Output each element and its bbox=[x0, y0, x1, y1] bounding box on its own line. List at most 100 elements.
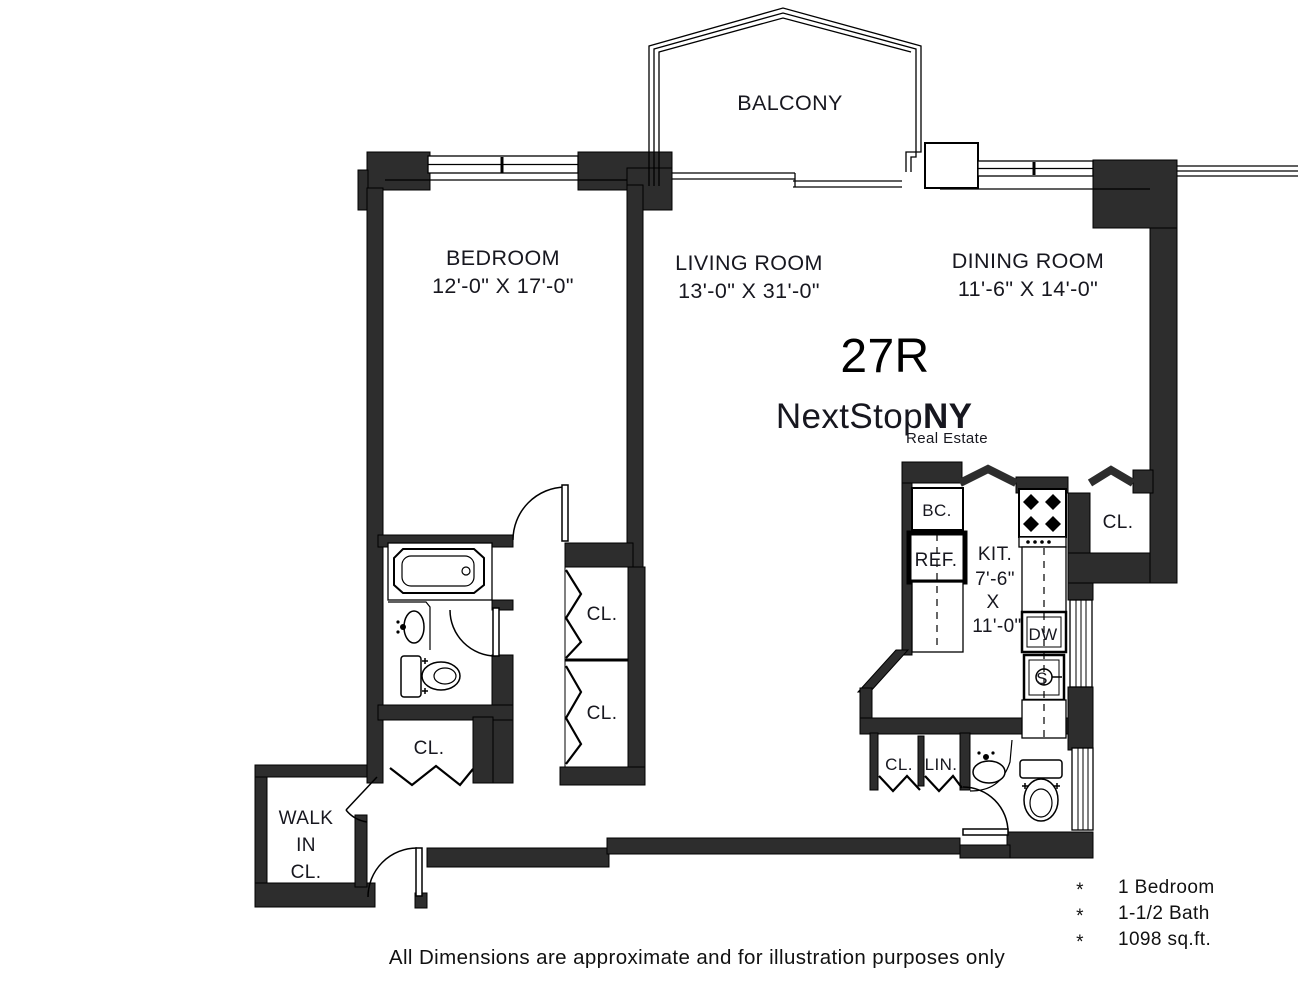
vent-chase-kitchen bbox=[1069, 599, 1093, 688]
dishwasher-label: DW bbox=[1028, 625, 1057, 644]
summary-bullet: * bbox=[1076, 880, 1084, 901]
wall bbox=[564, 542, 634, 568]
logo-tagline: Real Estate bbox=[906, 430, 988, 447]
brand-logo: NextStop NY Real Estate bbox=[776, 397, 988, 447]
wall bbox=[491, 599, 514, 611]
wall bbox=[917, 735, 925, 787]
summary-bullet: * bbox=[1076, 932, 1084, 953]
wall bbox=[366, 187, 384, 784]
logo-text-regular: NextStop bbox=[776, 397, 923, 436]
wall bbox=[1067, 492, 1091, 554]
halfbath-toilet-icon bbox=[1019, 759, 1063, 822]
vent-chase-bath bbox=[1071, 747, 1094, 831]
walkin-door-leaf bbox=[345, 776, 378, 811]
bedroom-dims: 12'-0" X 17'-0" bbox=[432, 274, 574, 298]
doorway-notch bbox=[958, 464, 1018, 487]
wall bbox=[472, 716, 494, 784]
base-cabinet-box bbox=[911, 487, 964, 531]
doors bbox=[345, 484, 1009, 898]
linen-label: LIN. bbox=[925, 755, 958, 774]
refrigerator-label: REF. bbox=[915, 550, 958, 571]
disclaimer-text: All Dimensions are approximate and for i… bbox=[389, 946, 1006, 969]
logo-text-bold: NY bbox=[923, 397, 972, 436]
wall bbox=[1067, 582, 1094, 601]
wall bbox=[1132, 469, 1154, 494]
bedroom-door-leaf bbox=[561, 484, 569, 542]
railing-line bbox=[658, 17, 912, 186]
wall-outline-block bbox=[924, 142, 979, 189]
wall bbox=[627, 566, 646, 786]
wall bbox=[869, 732, 879, 791]
wall bbox=[377, 704, 514, 721]
wall bbox=[1092, 159, 1178, 229]
wall-diagonal bbox=[856, 649, 910, 693]
bathroom-door-arc bbox=[449, 609, 497, 657]
stove-icon bbox=[1018, 488, 1067, 548]
wall bbox=[1067, 686, 1094, 751]
summary-item: 1098 sq.ft. bbox=[1118, 929, 1211, 950]
closet-label-hall-top: CL. bbox=[587, 604, 618, 625]
bifold-hall-closet-bottom bbox=[564, 665, 583, 765]
wall bbox=[426, 847, 610, 868]
kitchen-dim-w: 7'-6" bbox=[975, 569, 1015, 590]
bathtub-icon bbox=[393, 548, 485, 594]
walkin-line3: CL. bbox=[291, 862, 322, 883]
bathroom-sink-icon bbox=[396, 610, 425, 644]
base-cabinet-label: BC. bbox=[922, 501, 952, 520]
wall bbox=[254, 764, 368, 778]
unit-number: 27R bbox=[840, 330, 929, 383]
balcony-railing bbox=[648, 7, 922, 186]
wall bbox=[559, 766, 646, 786]
balcony-label: BALCONY bbox=[737, 91, 843, 115]
kitchen-dim-sep: X bbox=[986, 592, 999, 613]
railing-line bbox=[648, 7, 922, 186]
wall bbox=[626, 184, 644, 568]
windows bbox=[385, 142, 1298, 190]
living-room-dims: 13'-0" X 31'-0" bbox=[678, 279, 820, 303]
kitchen-fixtures bbox=[906, 487, 1068, 739]
wall bbox=[959, 732, 971, 791]
bedroom-label: BEDROOM bbox=[446, 246, 560, 270]
wall bbox=[366, 151, 431, 191]
halfbath-door-arc bbox=[962, 786, 1009, 833]
edge-window bbox=[1177, 165, 1298, 177]
walkin-line1: WALK bbox=[279, 808, 334, 829]
bathroom-door-leaf bbox=[492, 607, 500, 657]
dining-room-label: DINING ROOM bbox=[952, 249, 1105, 273]
sliding-door bbox=[672, 172, 902, 188]
bathroom-fixtures bbox=[387, 542, 493, 698]
kitchen-sink-label: S bbox=[1036, 669, 1048, 688]
bedroom-door-arc bbox=[512, 486, 566, 541]
summary-item: 1 Bedroom bbox=[1118, 877, 1215, 898]
walkin-line2: IN bbox=[296, 835, 316, 856]
vent-chases bbox=[1069, 599, 1094, 831]
summary-bullet: * bbox=[1076, 906, 1084, 927]
halfbath-door-leaf bbox=[962, 828, 1009, 836]
bifold-closet-entry bbox=[878, 774, 921, 793]
closet-label-kitchen: CL. bbox=[1103, 512, 1134, 533]
entry-door-arc bbox=[367, 847, 418, 898]
vanity-counter-line bbox=[388, 601, 431, 650]
summary-item: 1-1/2 Bath bbox=[1118, 903, 1210, 924]
halfbath-sink-icon bbox=[972, 751, 1006, 784]
kitchen-label: KIT. bbox=[978, 544, 1012, 565]
toilet-icon bbox=[400, 655, 461, 698]
living-room-label: LIVING ROOM bbox=[675, 251, 823, 275]
kitchen-sink-icon bbox=[1022, 653, 1066, 702]
summary-notes: * 1 Bedroom * 1-1/2 Bath * 1098 sq.ft. bbox=[1076, 877, 1214, 953]
closet-label-entry: CL. bbox=[885, 755, 913, 774]
dining-room-dims: 11'-6" X 14'-0" bbox=[958, 277, 1098, 301]
wall bbox=[354, 814, 368, 888]
wall bbox=[959, 844, 1011, 859]
wall bbox=[901, 461, 963, 484]
closet-label-hall-bottom: CL. bbox=[587, 703, 618, 724]
railing-line bbox=[653, 12, 917, 186]
doorway-notch bbox=[1087, 465, 1136, 487]
bifold-closet-below-bath bbox=[389, 764, 474, 787]
bifold-linen bbox=[924, 774, 963, 793]
bifold-doors bbox=[389, 567, 963, 793]
wall bbox=[254, 776, 268, 884]
entry-door-leaf bbox=[415, 847, 423, 897]
